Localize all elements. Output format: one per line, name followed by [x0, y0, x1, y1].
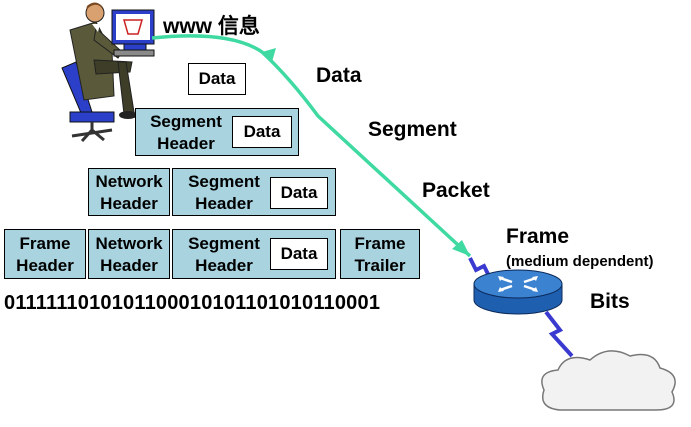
frame-trailer-label: Frame Trailer	[354, 234, 406, 275]
segment-header-label: Segment Header	[188, 234, 260, 275]
stage-label-data: Data	[316, 64, 362, 87]
stage-label-frame: Frame	[506, 225, 570, 248]
stage-label-frame-note: (medium dependent)	[506, 253, 654, 270]
cloud-icon	[541, 350, 676, 411]
data-flow-arrow	[151, 34, 472, 258]
data-box-row1: Data	[188, 63, 246, 95]
network-header-row4: Network Header	[88, 229, 170, 279]
stage-label-packet: Packet	[422, 179, 490, 202]
network-header-label: Network Header	[95, 172, 163, 213]
stage-label-segment: Segment	[368, 118, 457, 141]
segment-header-label: Segment Header	[150, 112, 222, 153]
link-line-bottom	[544, 310, 574, 358]
frame-header-label: Frame Header	[16, 234, 74, 275]
data-box-row2: Data	[232, 116, 292, 148]
stage-label-bits: Bits	[590, 290, 630, 313]
bitstream: 0111111010101100010101101010110001	[4, 292, 381, 314]
www-info-label: www 信息	[163, 15, 260, 38]
data-box-row3: Data	[270, 177, 328, 209]
network-header-row3: Network Header	[88, 168, 170, 216]
frame-header: Frame Header	[4, 229, 86, 279]
router-icon	[473, 269, 563, 315]
data-box-row4: Data	[270, 238, 328, 270]
segment-header-label: Segment Header	[188, 172, 260, 213]
frame-trailer: Frame Trailer	[340, 229, 420, 279]
person-at-computer-icon	[61, 2, 155, 143]
network-header-label: Network Header	[95, 234, 163, 275]
